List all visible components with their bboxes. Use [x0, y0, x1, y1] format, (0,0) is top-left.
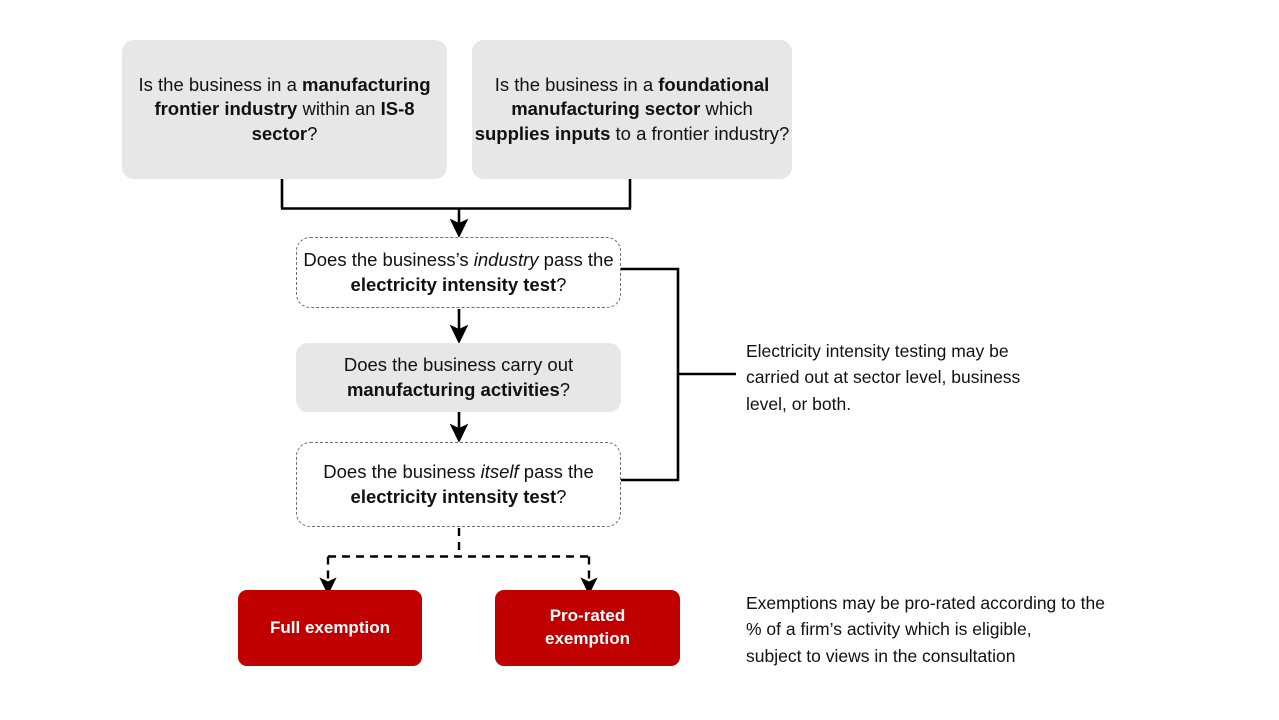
- full-exemption-outcome-box[interactable]: Full exemption: [238, 590, 422, 666]
- business-electricity-intensity-test-box[interactable]: Does the business itself pass the electr…: [296, 442, 621, 527]
- connector-business-test-to-outcomes: [319, 528, 598, 596]
- connector-tests-bracket-to-note: [621, 267, 736, 482]
- manufacturing-activities-question-box[interactable]: Does the business carry out manufacturin…: [296, 343, 621, 412]
- foundational-sector-question-text: Is the business in a foundational manufa…: [474, 73, 790, 144]
- full-exemption-outcome-text: Full exemption: [270, 617, 390, 637]
- foundational-sector-question-box[interactable]: Is the business in a foundational manufa…: [472, 40, 792, 179]
- manufacturing-activities-question-text: Does the business carry out manufacturin…: [343, 353, 574, 400]
- industry-electricity-intensity-test-box[interactable]: Does the business’s industry pass the el…: [296, 237, 621, 308]
- business-electricity-intensity-test-text: Does the business itself pass the electr…: [323, 460, 594, 507]
- industry-electricity-intensity-test-text: Does the business’s industry pass the el…: [303, 248, 614, 295]
- frontier-industry-question-box[interactable]: Is the business in a manufacturing front…: [122, 40, 447, 179]
- frontier-industry-question-text: Is the business in a manufacturing front…: [138, 73, 431, 144]
- pro-rating-note-text: Exemptions may be pro-rated according to…: [746, 593, 1105, 666]
- pro-rating-note: Exemptions may be pro-rated according to…: [746, 590, 1186, 669]
